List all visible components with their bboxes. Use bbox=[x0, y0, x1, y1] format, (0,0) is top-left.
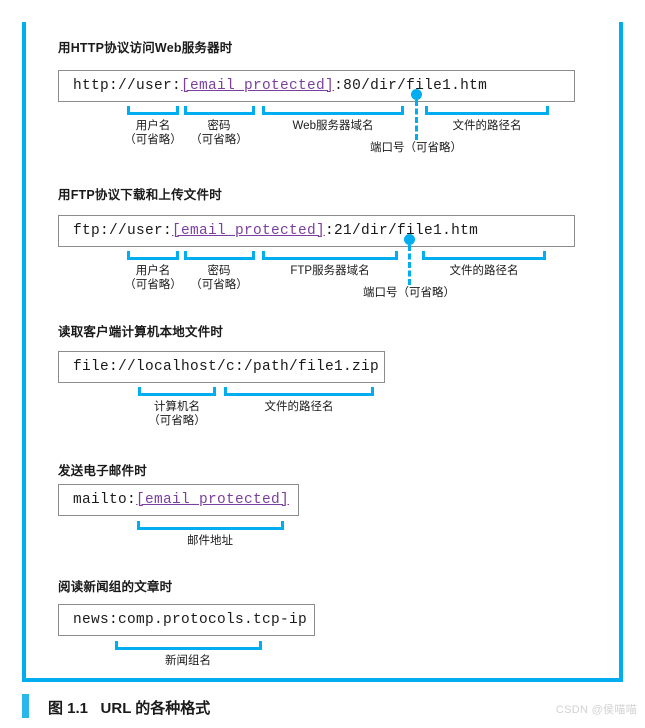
figure-caption: 图 1.1 URL 的各种格式 bbox=[48, 697, 210, 718]
url-text-mailto: mailto:[email_protected] bbox=[59, 492, 289, 508]
url-box-news: news:comp.protocols.tcp-ip bbox=[58, 604, 315, 636]
label-password-optional: （可省略） bbox=[190, 279, 248, 291]
url-box-mailto: mailto:[email_protected] bbox=[58, 484, 299, 516]
bracket-file-path bbox=[425, 106, 549, 115]
label-computer-name-optional: （可省略） bbox=[148, 415, 206, 427]
bracket-server-domain bbox=[262, 251, 398, 260]
label-file-path: 文件的路径名 bbox=[264, 401, 334, 413]
figure-caption-title: URL 的各种格式 bbox=[100, 700, 211, 717]
label-username-optional: （可省略） bbox=[124, 134, 182, 146]
url-segment-before: ftp://user: bbox=[73, 223, 173, 239]
url-text-news: news:comp.protocols.tcp-ip bbox=[59, 612, 307, 628]
label-password-text: 密码 bbox=[207, 120, 231, 132]
bracket-username bbox=[127, 106, 179, 115]
url-segment-before: file://localhost/c:/path/file1.zip bbox=[73, 359, 380, 375]
bracket-newsgroup-name bbox=[115, 641, 262, 650]
bracket-mail-address bbox=[137, 521, 284, 530]
url-segment-before: news:comp.protocols.tcp-ip bbox=[73, 612, 308, 628]
port-callout-dot bbox=[411, 89, 422, 100]
label-server-domain: Web服务器域名 bbox=[292, 120, 374, 132]
label-password: 密码 （可省略） bbox=[179, 119, 259, 147]
section-heading-http: 用HTTP协议访问Web服务器时 bbox=[58, 41, 233, 55]
section-heading-mailto: 发送电子邮件时 bbox=[58, 464, 147, 478]
url-text-ftp: ftp://user:[email_protected]:21/dir/file… bbox=[59, 223, 478, 239]
label-server-domain: FTP服务器域名 bbox=[290, 265, 370, 277]
bracket-file-path bbox=[224, 387, 374, 396]
label-username-optional: （可省略） bbox=[124, 279, 182, 291]
label-computer-name-text: 计算机名 bbox=[154, 401, 200, 413]
label-password-optional: （可省略） bbox=[190, 134, 248, 146]
bracket-password bbox=[184, 251, 255, 260]
url-segment-after: :80/dir/file1.htm bbox=[334, 78, 488, 94]
email-protected-link[interactable]: [email_protected] bbox=[181, 78, 335, 94]
label-file-path: 文件的路径名 bbox=[452, 120, 522, 132]
url-box-http: http://user:[email_protected]:80/dir/fil… bbox=[58, 70, 575, 102]
bracket-file-path bbox=[422, 251, 546, 260]
email-protected-link[interactable]: [email_protected] bbox=[136, 492, 290, 508]
email-protected-link[interactable]: [email_protected] bbox=[172, 223, 326, 239]
label-username: 用户名 （可省略） bbox=[113, 119, 193, 147]
section-heading-news: 阅读新闻组的文章时 bbox=[58, 580, 173, 594]
url-box-ftp: ftp://user:[email_protected]:21/dir/file… bbox=[58, 215, 575, 247]
bracket-server-domain bbox=[262, 106, 404, 115]
url-segment-after: :21/dir/file1.htm bbox=[325, 223, 479, 239]
port-callout-dash bbox=[408, 245, 411, 285]
section-heading-file: 读取客户端计算机本地文件时 bbox=[58, 325, 224, 339]
label-port-number: 端口号（可省略） bbox=[363, 287, 455, 299]
label-computer-name: 计算机名 （可省略） bbox=[137, 400, 217, 428]
figure-frame bbox=[22, 22, 623, 682]
url-segment-before: http://user: bbox=[73, 78, 182, 94]
bracket-username bbox=[127, 251, 179, 260]
caption-accent-bar bbox=[22, 694, 29, 718]
label-file-path: 文件的路径名 bbox=[449, 265, 519, 277]
section-heading-ftp: 用FTP协议下载和上传文件时 bbox=[58, 188, 222, 202]
label-port-number: 端口号（可省略） bbox=[370, 142, 462, 154]
bracket-computer-name bbox=[138, 387, 216, 396]
port-callout-dash bbox=[415, 100, 418, 140]
label-username-text: 用户名 bbox=[135, 120, 171, 132]
figure-caption-number: 图 1.1 bbox=[48, 700, 89, 717]
url-text-http: http://user:[email_protected]:80/dir/fil… bbox=[59, 78, 487, 94]
port-callout-dot bbox=[404, 234, 415, 245]
label-password: 密码 （可省略） bbox=[179, 264, 259, 292]
url-segment-before: mailto: bbox=[73, 492, 137, 508]
url-text-file: file://localhost/c:/path/file1.zip bbox=[59, 359, 379, 375]
label-newsgroup-name: 新闻组名 bbox=[165, 655, 211, 667]
url-box-file: file://localhost/c:/path/file1.zip bbox=[58, 351, 385, 383]
label-username: 用户名 （可省略） bbox=[113, 264, 193, 292]
csdn-watermark: CSDN @侯喵喵 bbox=[555, 704, 637, 716]
label-password-text: 密码 bbox=[207, 265, 231, 277]
label-username-text: 用户名 bbox=[135, 265, 171, 277]
bracket-password bbox=[184, 106, 255, 115]
label-mail-address: 邮件地址 bbox=[187, 535, 233, 547]
